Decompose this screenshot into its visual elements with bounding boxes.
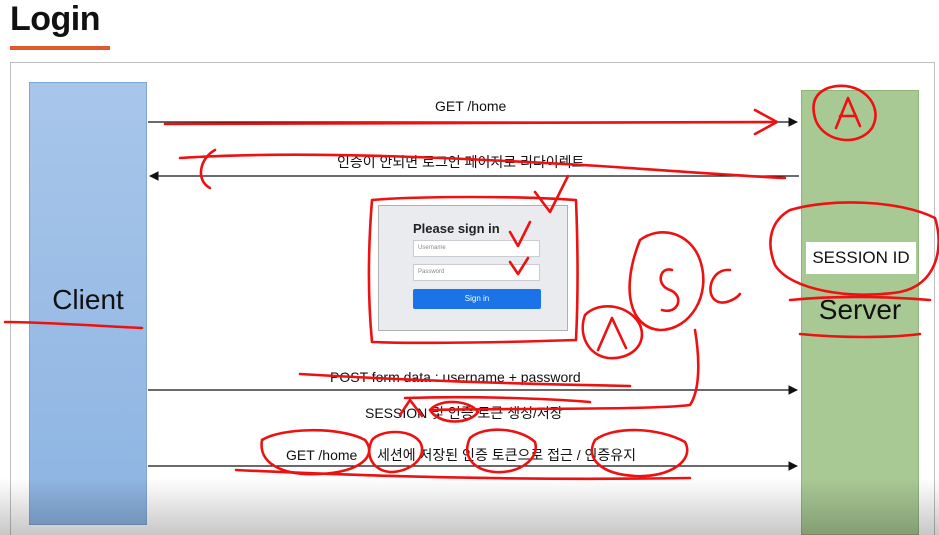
- session-id-box: SESSION ID: [806, 242, 916, 274]
- username-field: Username: [413, 240, 540, 257]
- password-field: Password: [413, 264, 540, 281]
- message-get-home-2: GET /home: [286, 447, 358, 463]
- title-underline: [10, 46, 110, 50]
- client-label: Client: [52, 284, 124, 315]
- message-redirect: 인증이 안되면 로그인 페이지로 리다이렉트: [337, 154, 585, 170]
- page-title: Login: [10, 0, 101, 38]
- message-get-home: GET /home: [435, 98, 507, 114]
- message-post-form: POST form data : username + password: [330, 369, 581, 385]
- server-label: Server: [818, 294, 902, 325]
- signin-button: Sign in: [413, 289, 541, 309]
- message-session-access: 세션에 저장된 인증 토큰으로 접근 / 인증유지: [377, 447, 637, 463]
- client-lifeline: [29, 82, 147, 525]
- signin-heading: Please sign in: [413, 221, 500, 236]
- message-session-create: SESSION 및 인증 토큰 생성/저장: [365, 405, 563, 421]
